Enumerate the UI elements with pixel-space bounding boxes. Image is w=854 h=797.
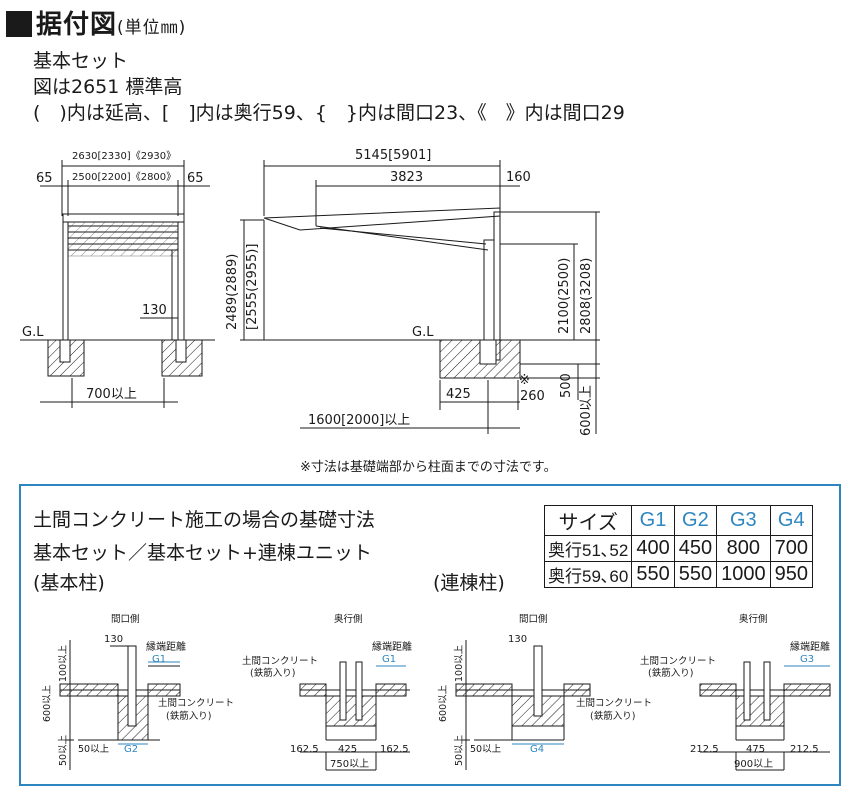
dim-depth-total: 5145[5901] bbox=[355, 148, 431, 163]
basic-post-label: (基本柱) bbox=[33, 572, 105, 594]
table-header-cell: サイズ bbox=[543, 505, 633, 536]
dim-500: 500 bbox=[559, 373, 574, 398]
detail1-rebar: (鉄筋入り) bbox=[166, 710, 211, 722]
detail2-g1: G1 bbox=[382, 654, 396, 665]
dim-width-total: 2630[2330]《2930》 bbox=[72, 150, 176, 162]
detail3-side-label: 間口側 bbox=[519, 613, 548, 625]
detail1-h100: 100以上 bbox=[58, 644, 69, 682]
table-cell: 1000 bbox=[716, 561, 771, 588]
table-cell: 550 bbox=[631, 561, 675, 588]
table-row: 奥行59､60 550 550 1000 950 bbox=[543, 561, 813, 588]
note-mark: ※ bbox=[519, 373, 530, 388]
detail4-w3: 212.5 bbox=[790, 744, 819, 755]
detail3-h600: 600以上 bbox=[438, 684, 449, 722]
detail2-w3: 162.5 bbox=[380, 744, 409, 755]
table-cell: 奥行59､60 bbox=[543, 561, 633, 588]
table-cell: 800 bbox=[716, 535, 771, 562]
detail4-side-label: 奥行側 bbox=[739, 613, 768, 625]
foundation-detail-renmune-front bbox=[455, 640, 591, 770]
table-header-cell: G1 bbox=[631, 505, 675, 536]
detail4-w1: 212.5 bbox=[690, 744, 719, 755]
foundation-detail-basic-front bbox=[59, 640, 181, 770]
table-cell: 950 bbox=[769, 561, 813, 588]
title-text: 据付図 bbox=[36, 10, 118, 40]
table-cell: 奥行51､52 bbox=[543, 535, 633, 562]
detail3-w50: 50以上 bbox=[470, 744, 502, 755]
dim-depth-3823: 3823 bbox=[390, 170, 423, 185]
dim-post-130: 130 bbox=[142, 303, 167, 318]
detail2-concrete: 土間コンクリート bbox=[242, 655, 318, 667]
detail4-edge-distance: 縁端距離 bbox=[790, 640, 830, 653]
dim-height-front-depth59: [2555(2955)] bbox=[245, 244, 260, 330]
dim-260: 260 bbox=[520, 389, 545, 404]
square-marker-icon bbox=[6, 11, 32, 37]
detail3-g4: G4 bbox=[530, 744, 544, 755]
table-header-cell: G4 bbox=[769, 505, 813, 536]
renmune-post-label: (連棟柱) bbox=[433, 572, 505, 594]
foundation-panel bbox=[19, 484, 841, 786]
detail1-h600: 600以上 bbox=[42, 684, 53, 722]
detail4-g3: G3 bbox=[800, 654, 814, 665]
intro-line-2: 図は2651 標準高 bbox=[33, 76, 183, 98]
front-view bbox=[20, 160, 215, 408]
detail1-h50: 50以上 bbox=[58, 734, 69, 766]
table-cell: 450 bbox=[673, 535, 718, 562]
table-cell: 400 bbox=[631, 535, 675, 562]
dim-height-front: 2489(2889) bbox=[225, 254, 240, 330]
detail2-edge-distance: 縁端距離 bbox=[372, 640, 412, 653]
panel-title: 土間コンクリート施工の場合の基礎寸法 bbox=[33, 509, 376, 531]
detail3-h100: 100以上 bbox=[454, 644, 465, 682]
table-row: 奥行51､52 400 450 800 700 bbox=[543, 535, 813, 562]
detail2-side-label: 奥行側 bbox=[334, 613, 363, 625]
detail1-side-label: 間口側 bbox=[111, 613, 140, 625]
table-header-cell: G3 bbox=[716, 505, 771, 536]
dim-1600: 1600[2000]以上 bbox=[308, 413, 410, 428]
detail1-w50: 50以上 bbox=[78, 744, 110, 755]
detail2-w2: 425 bbox=[338, 744, 357, 755]
detail1-edge-distance: 縁端距離 bbox=[146, 640, 186, 653]
detail3-rebar: (鉄筋入り) bbox=[590, 710, 635, 722]
table-cell: 700 bbox=[769, 535, 813, 562]
detail2-rebar: (鉄筋入り) bbox=[250, 667, 295, 679]
intro-line-3: ( )内は延高、[ ]内は奥行59、{ }内は間口23、《 》内は間口29 bbox=[33, 102, 625, 124]
detail1-g1: G1 bbox=[152, 654, 166, 665]
dim-height-rear: 2808(3208) bbox=[579, 258, 594, 334]
side-view bbox=[240, 160, 600, 434]
footnote: ※寸法は基礎端部から柱面までの寸法です。 bbox=[300, 460, 557, 475]
size-table: サイズ G1 G2 G3 G4 奥行51､52 400 450 800 700 … bbox=[543, 505, 813, 588]
table-header-row: サイズ G1 G2 G3 G4 bbox=[543, 505, 813, 536]
dim-width-inner: 2500[2200]《2800》 bbox=[72, 171, 176, 183]
page-title: 据付図(単位㎜) bbox=[6, 4, 186, 41]
unit-label: (単位㎜) bbox=[117, 18, 187, 38]
detail2-w1: 162.5 bbox=[290, 744, 319, 755]
detail2-total: 750以上 bbox=[330, 758, 369, 770]
dim-foundation-700: 700以上 bbox=[86, 387, 137, 402]
detail4-w2: 475 bbox=[746, 744, 765, 755]
ground-level-label: G.L bbox=[22, 325, 44, 340]
detail1-g2: G2 bbox=[124, 744, 138, 755]
detail3-dim-130: 130 bbox=[508, 634, 527, 645]
panel-subtitle: 基本セット／基本セット+連棟ユニット bbox=[33, 542, 372, 564]
detail4-total: 900以上 bbox=[734, 758, 773, 770]
detail4-rebar: (鉄筋入り) bbox=[648, 667, 693, 679]
dim-clearance: 2100(2500) bbox=[557, 258, 572, 334]
dim-overhang-right: 65 bbox=[187, 171, 204, 186]
detail3-h50: 50以上 bbox=[454, 734, 465, 766]
detail1-dim-130: 130 bbox=[104, 634, 123, 645]
detail3-concrete: 土間コンクリート bbox=[576, 697, 652, 709]
foundation-detail-basic-side bbox=[299, 661, 410, 771]
detail1-concrete: 土間コンクリート bbox=[158, 697, 234, 709]
dim-425: 425 bbox=[446, 387, 471, 402]
table-cell: 550 bbox=[673, 561, 718, 588]
intro-line-1: 基本セット bbox=[33, 50, 129, 72]
ground-level-label-side: G.L bbox=[412, 325, 434, 340]
dim-overhang-160: 160 bbox=[506, 170, 531, 185]
detail4-concrete: 土間コンクリート bbox=[640, 655, 716, 667]
dim-overhang-left: 65 bbox=[36, 171, 53, 186]
dim-600: 600以上 bbox=[579, 385, 594, 436]
table-header-cell: G2 bbox=[673, 505, 718, 536]
foundation-detail-renmune-side bbox=[699, 661, 831, 771]
